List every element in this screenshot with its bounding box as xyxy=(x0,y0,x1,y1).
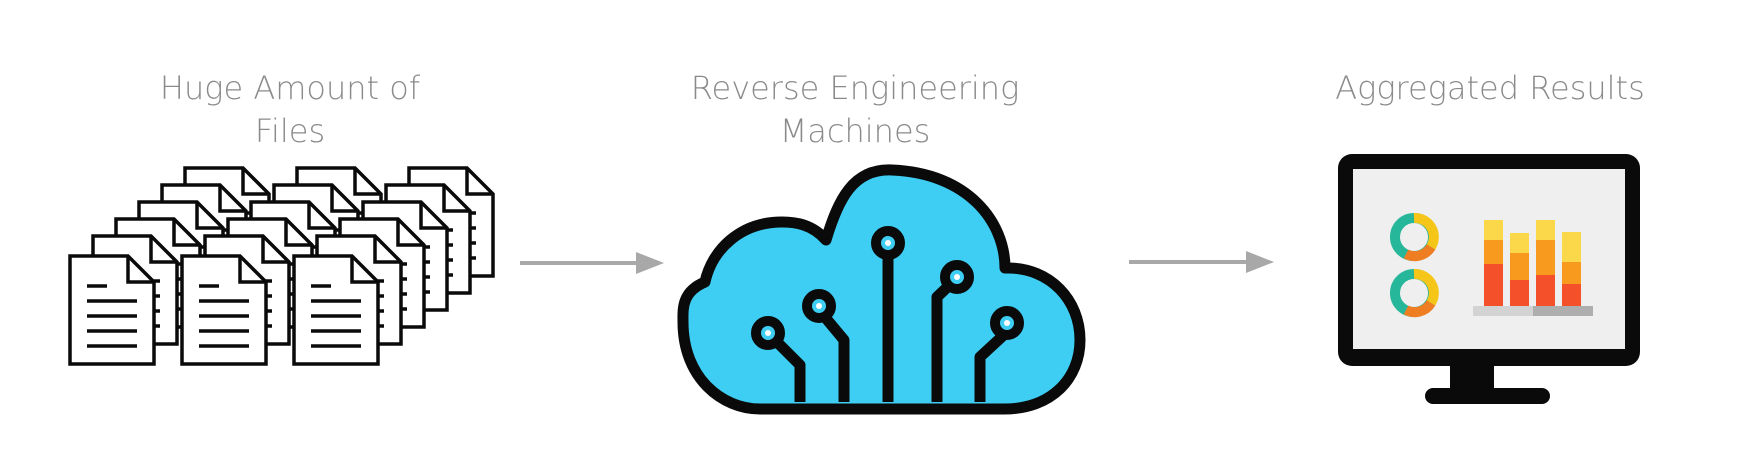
stage-label-results: Aggregated Results xyxy=(1300,67,1680,110)
donut-chart-icon xyxy=(1390,269,1439,318)
stage-label-machines-line1: Reverse Engineering xyxy=(690,69,1020,107)
stage-label-machines: Reverse Engineering Machines xyxy=(660,67,1050,153)
monitor-dashboard-icon xyxy=(1338,154,1640,404)
donut-chart-icon xyxy=(1390,213,1439,262)
stage-label-files-line2: Files xyxy=(254,112,326,150)
stage-label-files: Huge Amount of Files xyxy=(140,67,440,153)
stage-label-results-line1: Aggregated Results xyxy=(1335,69,1645,107)
stage-label-files-line1: Huge Amount of xyxy=(159,69,421,107)
stage-label-machines-line2: Machines xyxy=(779,112,931,150)
arrow-machines-to-results xyxy=(1129,251,1274,273)
document-stack-icon xyxy=(68,166,495,366)
circuit-cloud-icon xyxy=(677,164,1086,415)
stacked-bar-chart-icon xyxy=(1473,220,1593,316)
arrow-files-to-machines xyxy=(520,252,664,274)
